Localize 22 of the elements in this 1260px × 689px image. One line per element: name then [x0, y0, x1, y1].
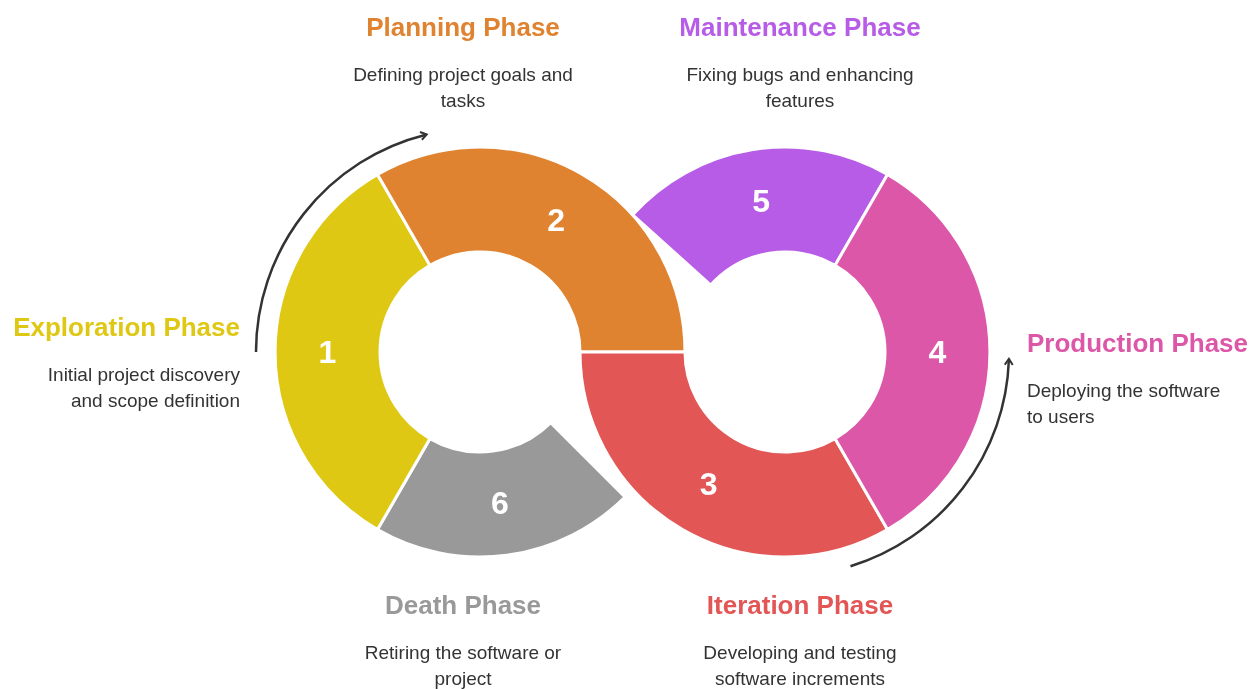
ring-segment [376, 145, 687, 354]
step-number: 4 [928, 334, 947, 370]
phase-title: Iteration Phase [706, 590, 894, 622]
phase-title: Maintenance Phase [679, 12, 921, 44]
ring-segment [833, 173, 992, 531]
phase-description: Defining project goals and tasks [352, 63, 574, 113]
step-number: 2 [547, 201, 566, 238]
phase-description: Developing and testing software increments [702, 641, 898, 689]
phase-description: Initial project discovery and scope definition [46, 363, 240, 413]
ring-segment [273, 173, 432, 531]
phase-title: Death Phase [384, 590, 542, 622]
step-number: 1 [318, 334, 337, 370]
step-number: 3 [699, 466, 718, 503]
phase-description: Deploying the software to users [1027, 379, 1222, 429]
phase-description: Retiring the software or project [363, 641, 563, 689]
phase-title: Exploration Phase [13, 312, 240, 344]
phase-title: Production Phase [1027, 328, 1249, 360]
phase-description: Fixing bugs and enhancing features [685, 63, 915, 113]
step-number: 5 [752, 183, 771, 220]
step-number: 6 [491, 485, 509, 522]
phase-title: Planning Phase [366, 12, 560, 44]
ring-segment [578, 350, 889, 559]
